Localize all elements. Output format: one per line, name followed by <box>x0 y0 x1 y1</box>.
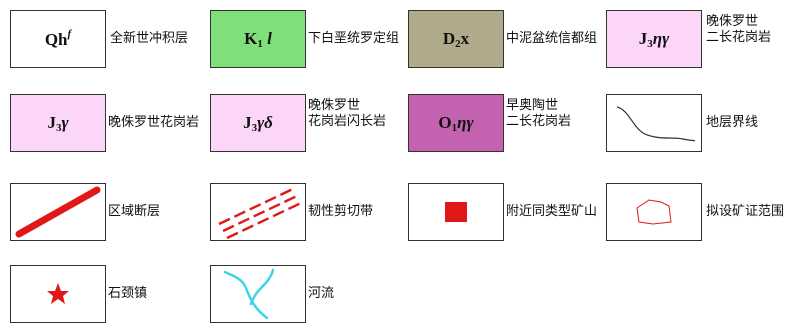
regional-fault-icon <box>15 186 101 238</box>
legend-label-qh: 全新世冲积层 <box>110 31 189 46</box>
legend-swatch-fault <box>10 183 106 241</box>
nearby-mine-icon <box>445 202 467 222</box>
formation-code-k1: K1 l <box>244 28 272 50</box>
legend-label-mine: 附近同类型矿山 <box>506 204 598 219</box>
legend-swatch-qh: Qhf <box>10 10 106 68</box>
legend-label-d2: 中泥盆统信都组 <box>506 31 598 46</box>
legend-swatch-j3-gamma-delta: J3γδ <box>210 94 306 152</box>
ductile-shear-zone-icon <box>218 186 302 240</box>
formation-code-j3-gamma: J3γ <box>47 112 69 134</box>
legend-label-shear: 韧性剪切带 <box>308 204 374 219</box>
legend-label-j3-gamma-delta: 晚侏罗世 花岗岩闪长岩 <box>308 98 387 129</box>
legend-swatch-k1: K1 l <box>210 10 306 68</box>
legend-label-j3-gamma: 晚侏罗世花岗岩 <box>108 115 200 130</box>
formation-code-o1-eta-gamma: O1ηγ <box>438 112 474 134</box>
legend-swatch-river <box>210 265 306 323</box>
legend-label-j3-eta-gamma: 晚侏罗世 二长花岗岩 <box>706 14 772 45</box>
legend-label-boundary: 地层界线 <box>706 115 759 130</box>
formation-code-qh: Qhf <box>44 28 72 49</box>
legend-label-k1: 下白垩统罗定组 <box>308 31 400 46</box>
legend-swatch-boundary <box>606 94 702 152</box>
legend-swatch-mine <box>408 183 504 241</box>
town-star-icon <box>47 283 69 304</box>
legend-label-river: 河流 <box>308 286 335 301</box>
legend-label-range: 拟设矿证范围 <box>706 204 785 219</box>
proposed-license-area-icon <box>636 199 672 225</box>
legend-swatch-j3-eta-gamma: J3ηγ <box>606 10 702 68</box>
legend-swatch-shear <box>210 183 306 241</box>
formation-code-d2: D2x <box>442 28 470 50</box>
legend-label-town: 石颈镇 <box>108 286 148 301</box>
river-lines-icon <box>223 268 275 320</box>
legend-swatch-d2: D2x <box>408 10 504 68</box>
legend-swatch-j3-gamma: J3γ <box>10 94 106 152</box>
legend-label-o1-eta-gamma: 早奥陶世 二长花岗岩 <box>506 98 572 129</box>
stratum-boundary-line-icon <box>616 106 696 142</box>
legend-swatch-range <box>606 183 702 241</box>
formation-code-j3-gamma-delta: J3γδ <box>243 112 273 134</box>
legend-swatch-town <box>10 265 106 323</box>
legend-label-fault: 区域断层 <box>108 204 161 219</box>
legend-swatch-o1-eta-gamma: O1ηγ <box>408 94 504 152</box>
formation-code-j3-eta-gamma: J3ηγ <box>638 28 670 50</box>
